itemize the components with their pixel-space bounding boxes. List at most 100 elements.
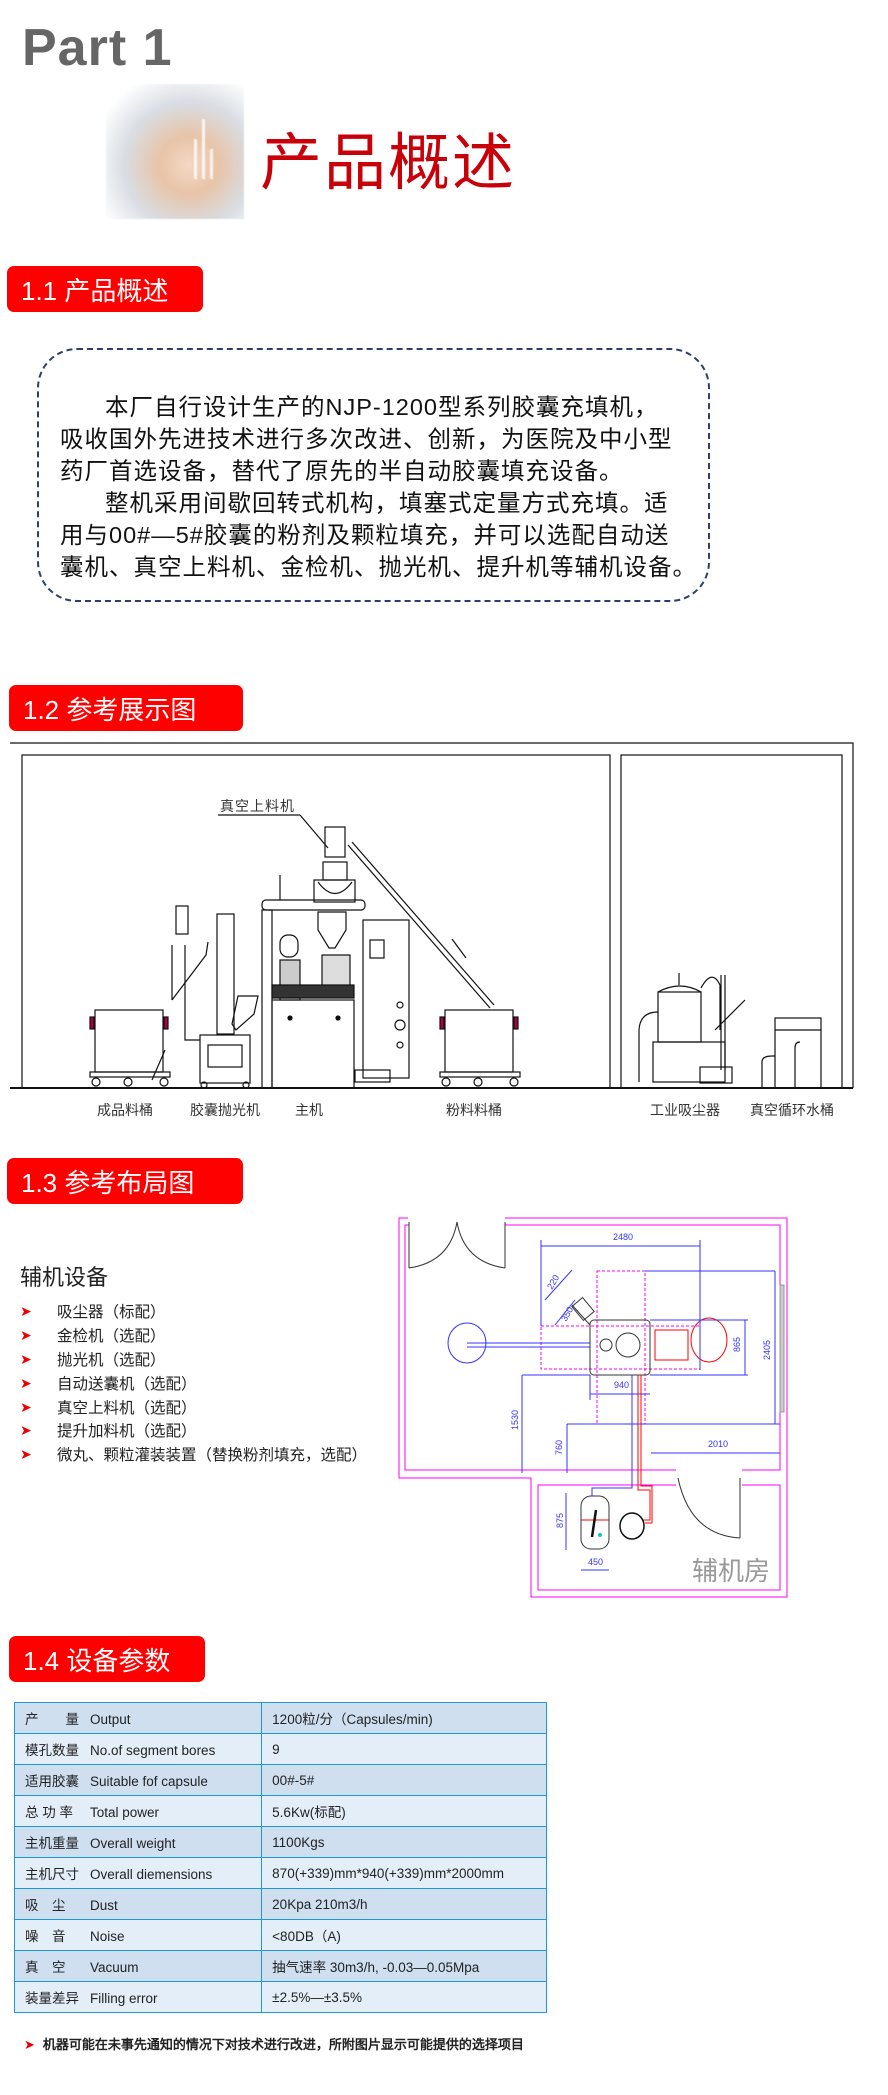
- powder-bin: [439, 1009, 521, 1087]
- footnote-text: 机器可能在未事先通知的情况下对技术进行改进，所附图片显示可能提供的选择项目: [42, 2037, 524, 2052]
- spec-value: 1200粒/分（Capsules/min): [261, 1702, 547, 1734]
- spec-label-cell: 主机重量 Overall weight: [13, 1826, 263, 1858]
- spec-value: <80DB（A): [261, 1919, 547, 1951]
- spec-label-en: Output: [90, 1712, 131, 1727]
- spec-label-cell: 模孔数量 No.of segment bores: [13, 1733, 263, 1765]
- spec-label-en: Overall weight: [90, 1836, 176, 1851]
- section-badge-overview: 1.1 产品概述: [7, 266, 203, 312]
- part-label: Part 1: [22, 19, 173, 77]
- spec-label-cn: 噪 音: [25, 1929, 66, 1944]
- caption-water-bucket: 真空循环水桶: [750, 1102, 834, 1118]
- dim-220: 220: [545, 1273, 561, 1291]
- spec-label-cell: 总 功 率 Total power: [13, 1795, 263, 1827]
- spec-value: 870(+339)mm*940(+339)mm*2000mm: [261, 1857, 547, 1889]
- dim-865: 865: [732, 1337, 742, 1352]
- caption-dust-collector: 工业吸尘器: [650, 1102, 720, 1118]
- aux-item-label: 抛光机（选配）: [57, 1352, 166, 1369]
- callout-vacuum-loader: 真空上料机: [220, 798, 295, 814]
- spec-label-en: Total power: [90, 1805, 160, 1820]
- arrow-mark: [151, 1049, 166, 1081]
- floor-plan: 2480 2405 865 220 350 940 1530 760 2010 …: [398, 1217, 788, 1598]
- spec-label-cn: 吸 尘: [25, 1898, 66, 1913]
- main-room: [21, 754, 611, 1089]
- red-unit: [654, 1329, 689, 1361]
- dim-940: 940: [614, 1380, 629, 1390]
- spec-label-cell: 主机尺寸 Overall diemensions: [13, 1857, 263, 1889]
- caption-finished-bin: 成品料桶: [97, 1102, 153, 1118]
- aux-equipment-title: 辅机设备: [20, 1265, 109, 1290]
- industrial-dust-collector: [638, 973, 746, 1084]
- dim-2010: 2010: [708, 1439, 728, 1449]
- spec-value: 1100Kgs: [261, 1826, 547, 1858]
- spec-label-cn: 模孔数量: [25, 1743, 79, 1758]
- feed-pipe: [347, 844, 491, 1009]
- page-title: 产品概述: [260, 129, 517, 198]
- right-tank: [690, 1317, 728, 1363]
- vacuum-water-bucket: [761, 1017, 822, 1089]
- aux-item-label: 吸尘器（标配）: [57, 1304, 166, 1321]
- table-row: 主机重量 Overall weight 1100Kgs: [13, 1826, 547, 1858]
- spec-label-cn: 总 功 率: [25, 1805, 74, 1820]
- equipment-elevation-drawing: [10, 742, 854, 1089]
- aux-item-label: 提升加料机（选配）: [57, 1423, 197, 1440]
- water-bucket-footprint: [619, 1512, 645, 1540]
- spec-value: 5.6Kw(标配): [261, 1795, 547, 1827]
- intro-line: 用与00#—5#胶囊的粉剂及颗粒填充，并可以选配自动送: [60, 522, 670, 548]
- spec-label-cell: 真 空 Vacuum: [13, 1950, 263, 1982]
- outer-wall: [398, 1217, 788, 1598]
- aux-item-label: 微丸、颗粒灌装装置（替换粉剂填充，选配）: [57, 1447, 368, 1464]
- dim-450: 450: [588, 1557, 603, 1567]
- aux-room-label: 辅机房: [692, 1556, 770, 1586]
- caption-main-machine: 主机: [295, 1102, 323, 1118]
- spec-label-en: No.of segment bores: [90, 1743, 216, 1758]
- caption-powder-bin: 粉料料桶: [446, 1102, 502, 1118]
- aux-item: ➤ 微丸、颗粒灌装装置（替换粉剂填充，选配）: [20, 1443, 367, 1465]
- intro-line: 药厂首选设备，替代了原先的半自动胶囊填充设备。: [60, 458, 624, 484]
- aux-room: [620, 754, 843, 1089]
- aux-item: ➤提升加料机（选配）: [20, 1419, 197, 1441]
- door-swing: [408, 1221, 506, 1269]
- spec-label-cn: 真 空: [25, 1960, 66, 1975]
- dim-760: 760: [554, 1440, 564, 1455]
- intro-box: [37, 348, 710, 602]
- table-row: 主机尺寸 Overall diemensions 870(+339)mm*940(+…: [13, 1857, 547, 1889]
- spec-label-en: Vacuum: [90, 1960, 139, 1975]
- main-machine-footprint: [589, 1319, 651, 1376]
- intro-line: 囊机、真空上料机、金检机、抛光机、提升机等辅机设备。: [60, 554, 697, 580]
- spec-label-cn: 主机重量: [25, 1836, 79, 1851]
- aux-item: ➤真空上料机（选配）: [20, 1396, 197, 1418]
- hero-hand-image: [106, 84, 244, 219]
- caption-polisher: 胶囊抛光机: [190, 1102, 260, 1118]
- main-machine: [261, 826, 410, 1089]
- spec-label-cn: 主机尺寸: [25, 1867, 79, 1882]
- table-row: 真 空 Vacuum 抽气速率 30m3/h, -0.03—0.05Mpa: [13, 1950, 547, 1982]
- arrow-icon: ➤: [20, 1374, 32, 1391]
- spec-label-cn: 适用胶囊: [25, 1774, 79, 1789]
- dim-2405: 2405: [762, 1340, 772, 1360]
- capsule-polisher: [171, 905, 259, 1089]
- intro-line: 本厂自行设计生产的NJP-1200型系列胶囊充填机，: [105, 394, 659, 420]
- intro-line: 整机采用间歇回转式机构，填塞式定量方式充填。适: [105, 490, 669, 516]
- spec-label-en: Overall diemensions: [90, 1867, 213, 1882]
- arrow-mark: [451, 938, 467, 959]
- spec-value: 抽气速率 30m3/h, -0.03—0.05Mpa: [261, 1950, 547, 1982]
- intro-line: 吸收国外先进技术进行多次改进、创新，为医院及中小型: [60, 426, 673, 452]
- table-row: 总 功 率 Total power 5.6Kw(标配): [13, 1795, 547, 1827]
- aux-item: ➤金检机（选配）: [20, 1324, 166, 1346]
- section-badge-specs: 1.4 设备参数: [9, 1636, 205, 1682]
- spec-label-cn: 装量差异: [25, 1991, 79, 2006]
- arrow-icon: ➤: [20, 1398, 32, 1415]
- arrow-icon: ➤: [20, 1445, 32, 1462]
- arrow-icon: ➤: [20, 1350, 32, 1367]
- dust-collector-footprint: [580, 1495, 610, 1550]
- spec-value: ±2.5%—±3.5%: [261, 1981, 547, 2013]
